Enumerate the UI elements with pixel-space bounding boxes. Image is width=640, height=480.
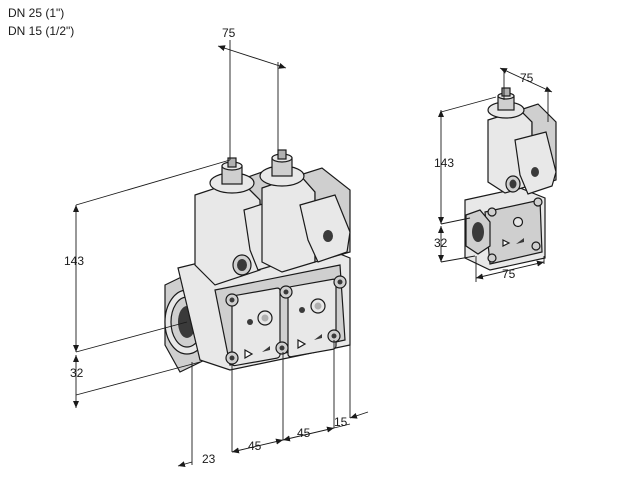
caption-dn25: DN 25 (1"): [8, 6, 65, 20]
dim-large-offset-right: 15: [334, 415, 348, 429]
solenoid-actuator-2: [259, 149, 351, 273]
small-valve-assembly: [464, 87, 557, 271]
large-valve-assembly: [164, 149, 351, 373]
valve-body: [177, 237, 351, 371]
dim-large-height: 143: [64, 254, 84, 268]
dim-large-spacing-2: 45: [297, 426, 311, 440]
dim-large-width-top: 75: [222, 26, 236, 40]
dim-large-spacing-1: 45: [248, 439, 262, 453]
dim-small-base-height: 32: [434, 236, 448, 250]
small-view-dimensions: 75 143 32 75: [434, 67, 553, 282]
dim-large-base-height: 32: [70, 366, 84, 380]
dim-large-offset-left: 23: [202, 452, 216, 466]
dim-small-height: 143: [434, 156, 454, 170]
dim-small-width-top: 75: [520, 71, 534, 85]
dim-small-width-bottom: 75: [502, 267, 516, 281]
large-view-dimensions: 75 143 32 23 45 45 15: [64, 26, 369, 467]
caption-dn15: DN 15 (1/2"): [8, 24, 75, 38]
